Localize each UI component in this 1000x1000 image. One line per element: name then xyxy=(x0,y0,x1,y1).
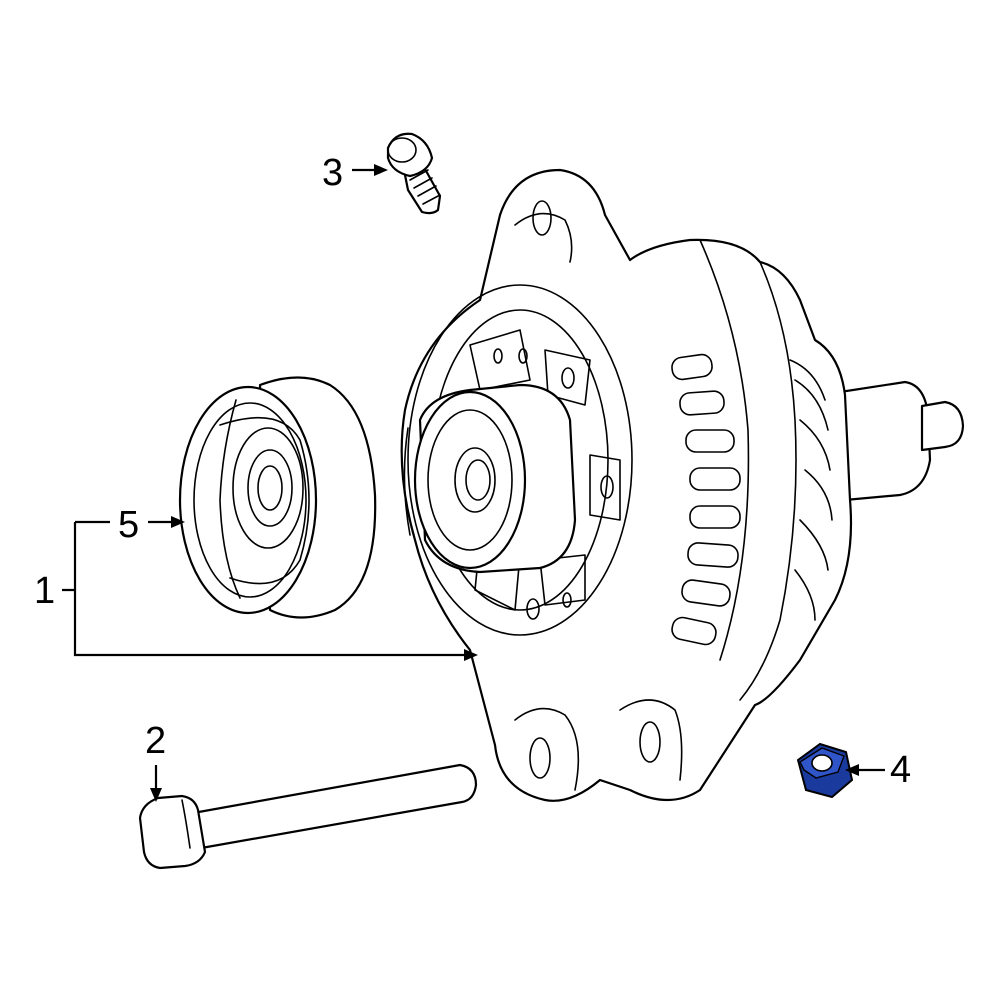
callout-2: 2 xyxy=(145,720,166,762)
flange-bolt[interactable] xyxy=(386,132,442,215)
callout-3: 3 xyxy=(322,152,343,194)
callout-4: 4 xyxy=(890,749,911,791)
pulley[interactable] xyxy=(178,376,377,619)
through-bolt[interactable] xyxy=(138,763,478,870)
callout-5: 5 xyxy=(118,504,139,546)
callout-1: 1 xyxy=(34,570,55,612)
callout-leaders xyxy=(62,164,885,802)
callout-labels: 1 2 3 4 5 xyxy=(34,152,911,791)
alternator-assembly[interactable] xyxy=(400,168,965,802)
cooling-slots xyxy=(671,353,741,646)
hex-nut[interactable] xyxy=(796,742,854,799)
